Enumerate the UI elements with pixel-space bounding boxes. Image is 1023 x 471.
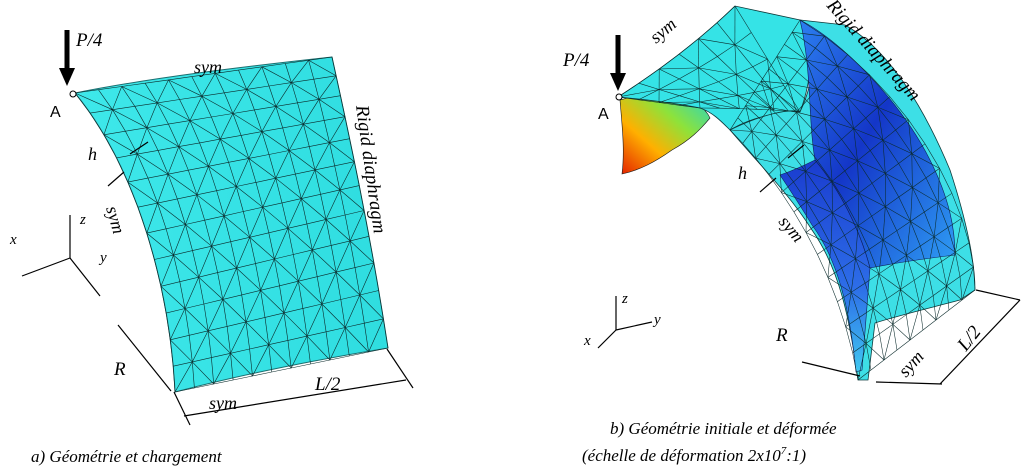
right-load-label: P/4 <box>562 50 590 71</box>
left-radius-dimension <box>117 324 172 392</box>
right-mesh <box>617 5 976 381</box>
right-sym-top: sym <box>646 14 680 47</box>
left-radius-label: R <box>113 359 126 380</box>
right-radius-label: R <box>775 325 788 346</box>
right-deformed-band <box>799 19 956 269</box>
right-sym-bottom: sym <box>894 346 928 380</box>
left-axis-x: x <box>9 232 17 248</box>
right-deformed-band-lower <box>779 159 871 373</box>
right-axis-z: z <box>621 291 628 307</box>
left-load-label: P/4 <box>75 30 103 51</box>
right-point-a-marker <box>615 93 623 101</box>
left-sym-top: sym <box>194 57 222 77</box>
left-length-label: L/2 <box>314 374 341 395</box>
right-length-dimension <box>939 299 1021 385</box>
right-caption-line1: b) Géométrie initiale et déformée <box>610 419 837 438</box>
left-sym-left: sym <box>102 204 129 236</box>
left-load-arrow-head <box>59 68 75 86</box>
right-load-arrow-head <box>610 73 626 91</box>
left-caption: a) Géométrie et chargement <box>31 447 223 466</box>
right-axes-triad <box>597 296 653 349</box>
left-mesh <box>74 56 389 393</box>
right-thickness-pointer-2 <box>787 144 805 159</box>
left-thickness-label: h <box>88 144 97 164</box>
left-panel: P/4 A sym h sym Rigid diaphragm R sym L/… <box>9 30 414 466</box>
right-thickness-pointer <box>759 177 777 193</box>
left-axis-y: y <box>98 250 107 266</box>
left-dim-tick-left <box>173 391 191 426</box>
right-axis-y: y <box>652 312 661 328</box>
right-panel: P/4 A sym Rigid diaphragm h sym R sym L/… <box>562 0 1021 465</box>
right-thickness-label: h <box>738 163 747 183</box>
left-sym-bottom: sym <box>209 393 237 413</box>
left-axes-triad <box>21 215 101 297</box>
left-axis-z: z <box>79 212 86 228</box>
right-axis-x: x <box>583 333 591 349</box>
left-point-a-label: A <box>50 104 61 121</box>
right-caption-line2: (échelle de déformation 2x107:1) <box>582 445 806 465</box>
right-radius-dimension <box>801 361 861 377</box>
right-point-a-label: A <box>598 106 609 123</box>
right-dim-tick-right <box>975 289 1021 301</box>
left-thickness-pointer-2 <box>129 141 149 155</box>
left-point-a-marker <box>69 90 77 98</box>
right-length-label: L/2 <box>953 322 986 356</box>
left-length-dimension <box>183 379 407 417</box>
left-dim-tick-right <box>386 348 414 389</box>
right-dim-tick-left <box>875 381 943 385</box>
left-thickness-pointer <box>107 171 125 187</box>
